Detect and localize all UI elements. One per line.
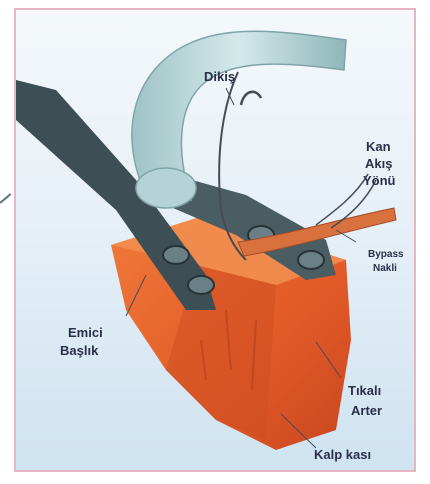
label-blood-flow-line-3: Yönü [363,172,396,189]
label-bypass-line-1: Bypass [368,248,404,261]
label-blocked-line-1: Tıkalı [348,382,381,399]
label-stitch: Dikiş [204,68,235,85]
left-pointer-stub [0,193,11,204]
label-suction-line-2: Başlık [60,342,98,359]
label-heart-muscle: Kalp kası [314,446,371,463]
label-blood-flow-line-1: Kan [366,138,391,155]
vessel-joint [136,168,196,208]
label-blood-flow-line-2: Akış [365,155,392,172]
bypass-illustration: Dikiş Kan Akış Yönü Bypass Nakli Emici B… [16,10,414,470]
suture-needle [241,92,261,105]
label-blocked-line-2: Arter [351,402,382,419]
label-bypass-line-2: Nakli [373,262,397,275]
label-suction-line-1: Emici [68,324,103,341]
